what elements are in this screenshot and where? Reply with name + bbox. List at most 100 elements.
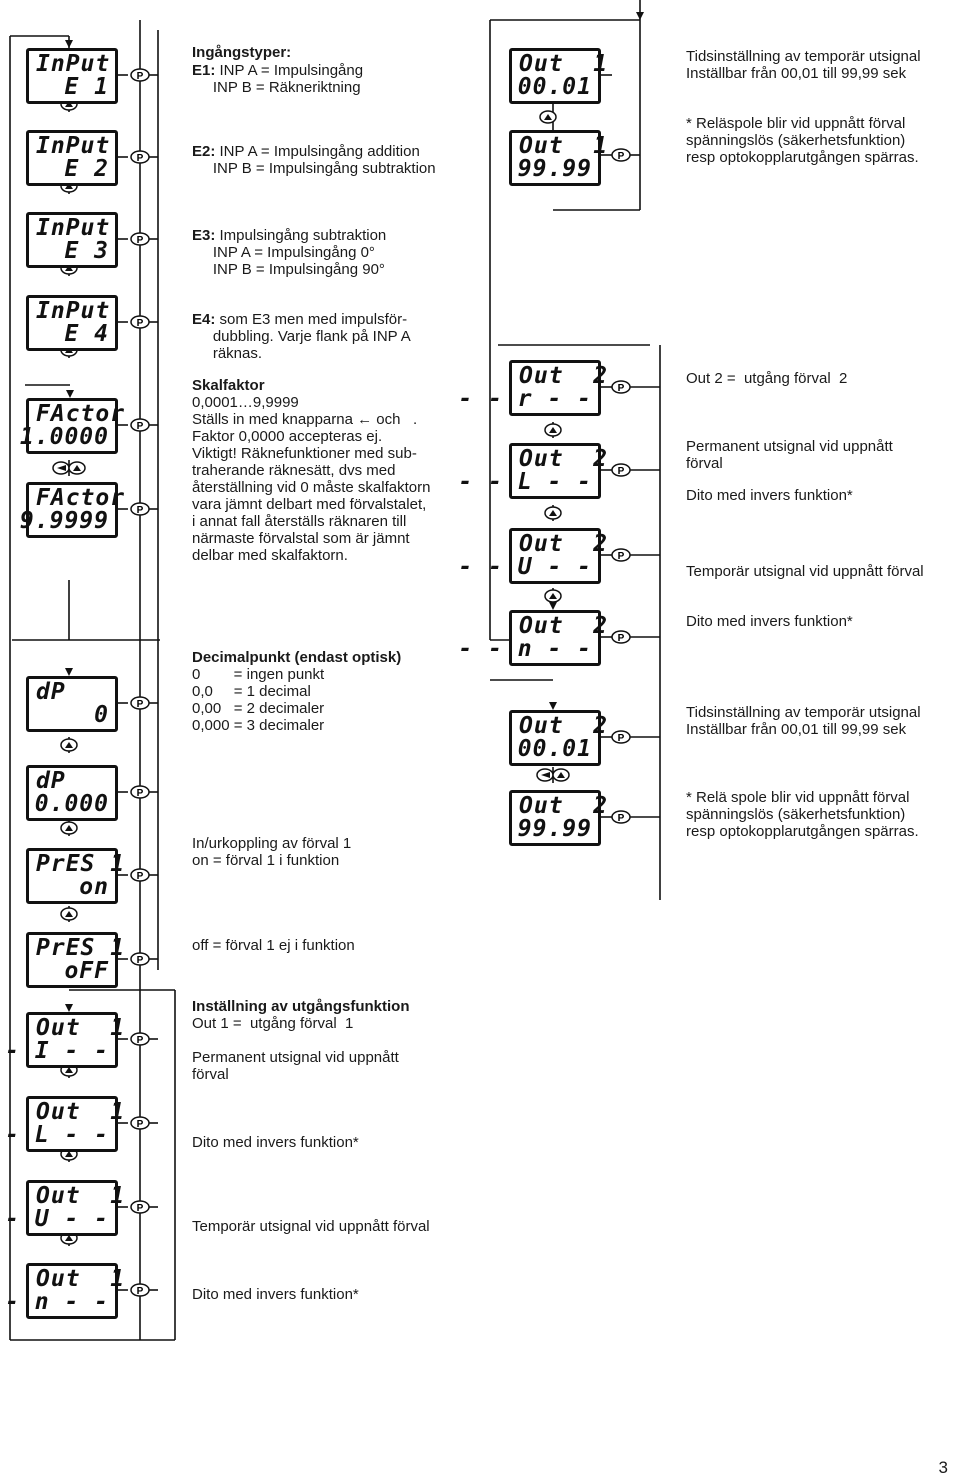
display-line-2: 1.0000 bbox=[19, 424, 109, 450]
arrow-down-icon bbox=[66, 390, 74, 398]
display-line-1: dP bbox=[36, 768, 66, 794]
up-triangle-icon bbox=[65, 183, 73, 189]
p-key-label: P bbox=[137, 1035, 144, 1046]
display-line-1: Out 1 bbox=[519, 133, 609, 159]
display-line-1: Out 1 bbox=[36, 1183, 126, 1209]
p-key-label: P bbox=[137, 699, 144, 710]
display-line-1: Out 1 bbox=[519, 51, 609, 77]
tid1-line2: Inställbar från 00,01 till 99,99 sek bbox=[686, 65, 907, 82]
display-line-1: Out 2 bbox=[519, 363, 609, 389]
tid2-line1: Tidsinställning av temporär utsignal bbox=[686, 704, 921, 721]
p-key-label: P bbox=[618, 151, 625, 162]
p-key-label: P bbox=[137, 71, 144, 82]
e3-text-2: INP A = Impulsingång 0° bbox=[192, 244, 375, 261]
decimal-line: 0,000 = 3 decimaler bbox=[192, 717, 325, 734]
p-key-label: P bbox=[618, 551, 625, 562]
out1-inv: Dito med invers funktion* bbox=[192, 1134, 359, 1151]
display-line-2: - - n - - bbox=[458, 636, 592, 662]
out1-perm-1: Permanent utsignal vid uppnått bbox=[192, 1049, 399, 1066]
arrow-down-icon bbox=[549, 702, 557, 710]
p-key-label: P bbox=[137, 871, 144, 882]
lcd-left-12: Out 1- - L - - bbox=[5, 1096, 124, 1152]
display-line-2: 0 bbox=[94, 702, 109, 728]
e4-text-3: räknas. bbox=[192, 345, 263, 362]
display-line-1: Out 1 bbox=[36, 1099, 126, 1125]
display-line-2: - - I - - bbox=[5, 1038, 109, 1064]
skalfaktor-line: Faktor 0,0000 accepteras ej. bbox=[192, 428, 383, 445]
display-line-2: - - U - - bbox=[5, 1206, 109, 1232]
p-key-label: P bbox=[618, 733, 625, 744]
display-line-1: FActor bbox=[36, 485, 126, 511]
p-key-label: P bbox=[618, 383, 625, 394]
display-line-2: 0.000 bbox=[34, 791, 109, 817]
up-triangle-icon bbox=[65, 1067, 73, 1073]
p-key-label: P bbox=[618, 466, 625, 477]
e4-text: E4: som E3 men med impulsför- bbox=[192, 311, 408, 328]
display-line-1: Out 1 bbox=[36, 1266, 126, 1292]
rele2-line1: * Relä spole blir vid uppnått förval bbox=[686, 789, 910, 806]
e1-text: E1: INP A = Impulsingång bbox=[192, 62, 364, 79]
e3-text: E3: Impulsingång subtraktion bbox=[192, 227, 387, 244]
lcd-left-14: Out 1- - n - - bbox=[5, 1263, 124, 1319]
display-line-2: 99.99 bbox=[517, 816, 592, 842]
display-line-2: - - n - - bbox=[5, 1289, 109, 1315]
preset-on-text-1: In/urkoppling av förval 1 bbox=[192, 835, 352, 852]
display-line-2: - - L - - bbox=[5, 1122, 109, 1148]
skalfaktor-line: närmaste förvalstal som är jämnt bbox=[192, 530, 410, 547]
display-line-1: InPut bbox=[36, 51, 111, 77]
p-key-label: P bbox=[137, 788, 144, 799]
up-triangle-icon bbox=[65, 1235, 73, 1241]
lcd-right-6: Out 2- - n - - bbox=[458, 610, 607, 666]
lcd-left-13: Out 1- - U - - bbox=[5, 1180, 124, 1236]
skalfaktor-line: vara jämnt delbart med förvalstalet, bbox=[192, 496, 427, 513]
p-key-label: P bbox=[137, 1203, 144, 1214]
skalfaktor-line: Ställs in med knapparna ← och . bbox=[192, 411, 418, 428]
display-line-2: E 1 bbox=[64, 74, 109, 100]
p-key-label: P bbox=[618, 813, 625, 824]
e2-text-2: INP B = Impulsingång subtraktion bbox=[192, 160, 436, 177]
display-line-2: on bbox=[79, 874, 109, 900]
p-key-label: P bbox=[137, 1286, 144, 1297]
out1-perm-2: förval bbox=[192, 1066, 229, 1083]
arrow-down-icon bbox=[65, 668, 73, 676]
output-heading: Inställning av utgångsfunktion bbox=[192, 998, 410, 1015]
p-key-label: P bbox=[137, 153, 144, 164]
decimal-line: 0 = ingen punkt bbox=[192, 666, 325, 683]
display-line-1: FActor bbox=[36, 401, 126, 427]
up-triangle-icon bbox=[549, 427, 557, 433]
e4-text-2: dubbling. Varje flank på INP A bbox=[192, 328, 411, 345]
up-triangle-icon bbox=[65, 911, 73, 917]
p-key-label: P bbox=[137, 318, 144, 329]
lcd-right-4: Out 2- - L - - bbox=[458, 443, 607, 499]
tid2-line2: Inställbar från 00,01 till 99,99 sek bbox=[686, 721, 907, 738]
arrow-down-icon bbox=[636, 12, 644, 20]
arrow-down-icon bbox=[549, 602, 557, 610]
page-number: 3 bbox=[938, 1458, 948, 1477]
p-key-label: P bbox=[137, 505, 144, 516]
skalfaktor-line: Viktigt! Räknefunktioner med sub- bbox=[192, 445, 417, 462]
lcd-right-3: Out 2- - r - - bbox=[458, 360, 607, 416]
display-line-2: E 3 bbox=[64, 238, 109, 264]
up-triangle-icon bbox=[73, 465, 81, 471]
rele1-line2: spänningslös (säkerhetsfunktion) bbox=[686, 132, 906, 149]
out2-perm-1: Permanent utsignal vid uppnått bbox=[686, 438, 893, 455]
display-line-2: 00.01 bbox=[517, 736, 592, 762]
up-triangle-icon bbox=[549, 593, 557, 599]
e3-text-3: INP B = Impulsingång 90° bbox=[192, 261, 385, 278]
decimal-title: Decimalpunkt (endast optisk) bbox=[192, 649, 402, 666]
display-line-1: InPut bbox=[36, 298, 111, 324]
skalfaktor-line: 0,0001…9,9999 bbox=[192, 394, 299, 411]
up-triangle-icon bbox=[65, 265, 73, 271]
rele2-line2: spänningslös (säkerhetsfunktion) bbox=[686, 806, 906, 823]
out2-inv: Dito med invers funktion* bbox=[686, 487, 853, 504]
up-triangle-icon bbox=[65, 101, 73, 107]
display-line-1: InPut bbox=[36, 215, 111, 241]
